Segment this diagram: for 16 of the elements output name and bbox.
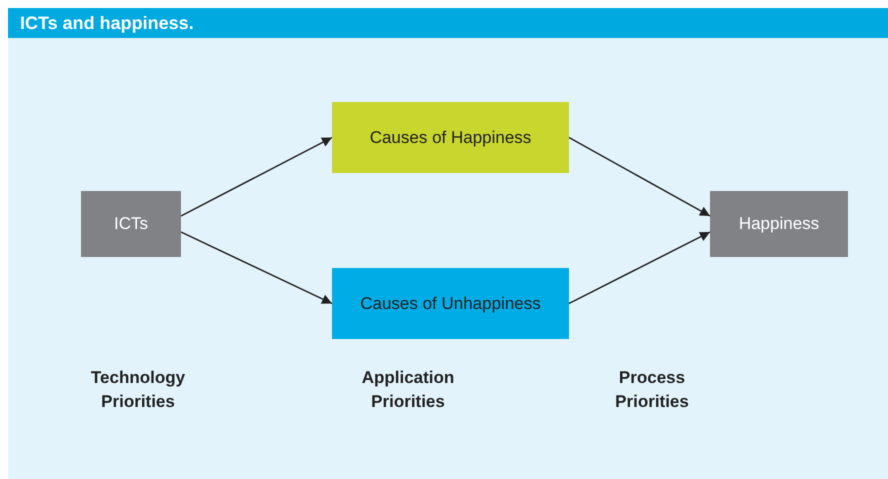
column-label: Application Priorities — [360, 367, 456, 413]
process-box — [710, 191, 848, 257]
box-label: Causes of Happiness — [370, 128, 532, 148]
box-label: Causes of Unhappiness — [360, 294, 541, 314]
arrow — [568, 231, 710, 304]
arrow — [180, 136, 332, 217]
column-label: Process Priorities — [614, 367, 690, 413]
box-label: ICTs — [114, 214, 148, 234]
arrow — [568, 136, 710, 217]
process-box — [332, 268, 569, 339]
arrow — [180, 231, 332, 304]
box-label: Happiness — [738, 214, 820, 234]
process-box — [81, 191, 181, 257]
column-label: Technology Priorities — [90, 367, 186, 413]
process-box — [332, 102, 569, 173]
title: ICTs and happiness. — [20, 13, 194, 34]
